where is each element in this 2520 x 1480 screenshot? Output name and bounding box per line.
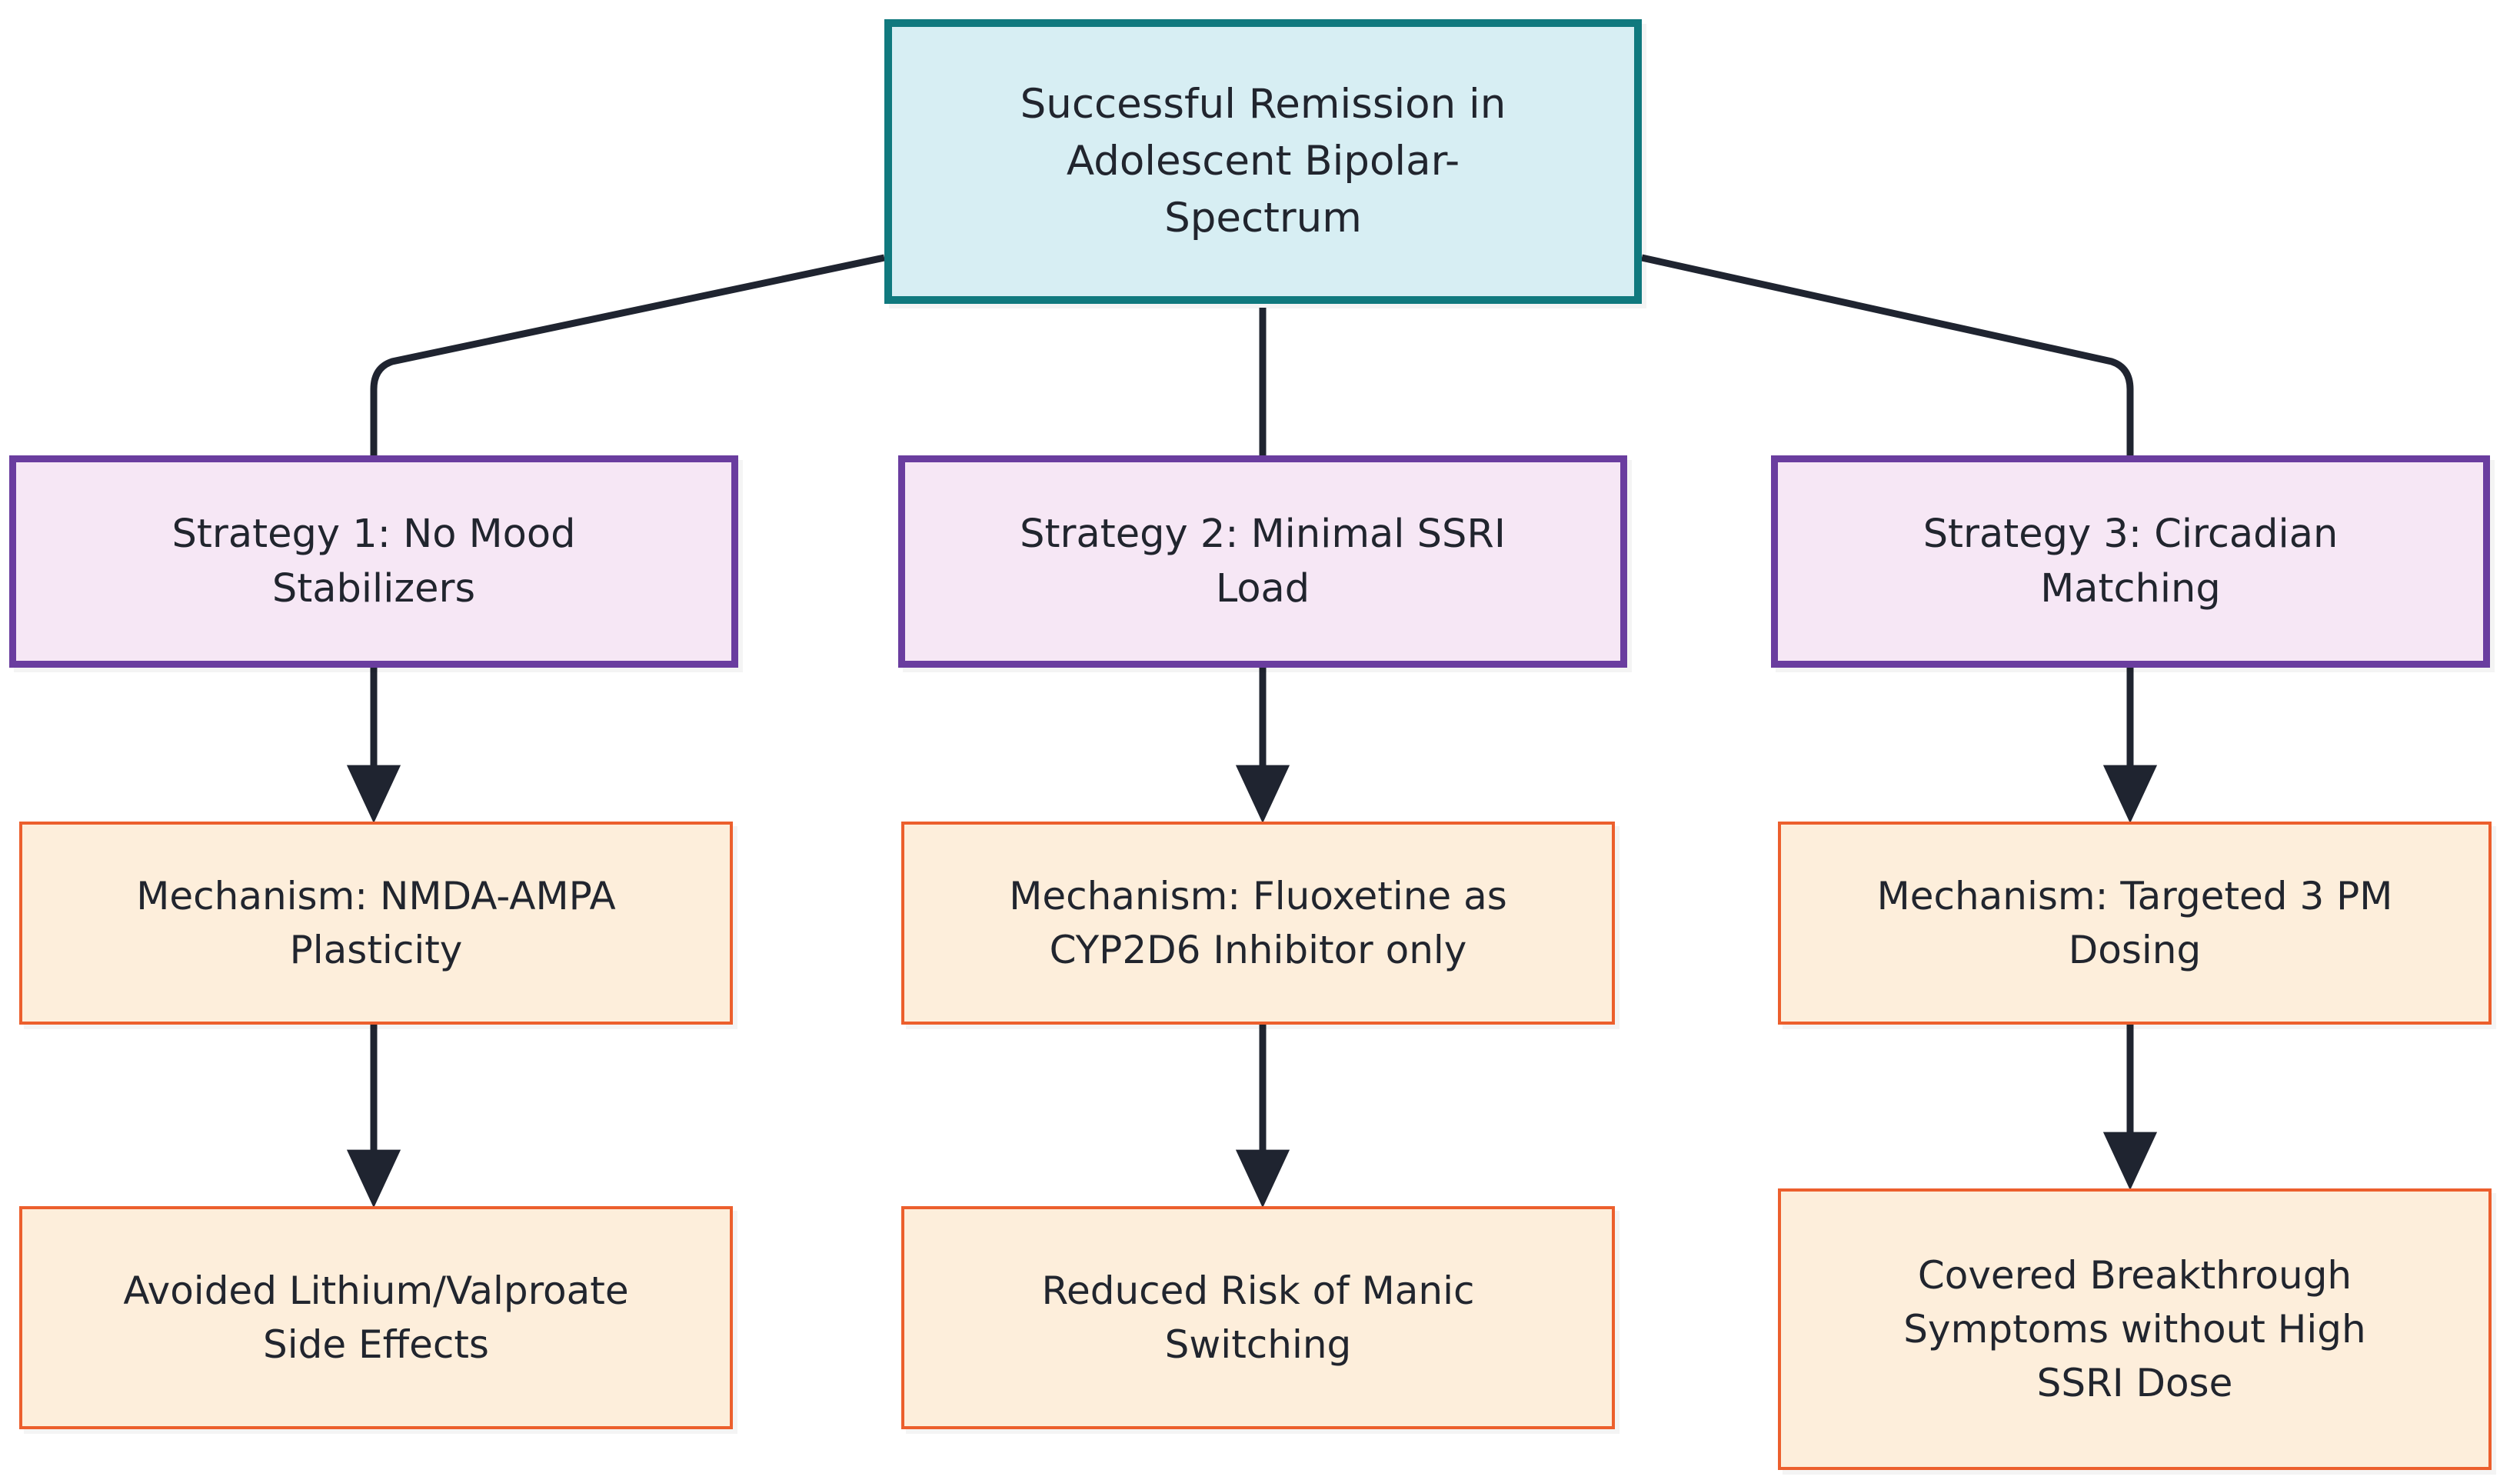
node-mechanism-2-label: Mechanism: Fluoxetine as CYP2D6 Inhibito… bbox=[1009, 874, 1507, 972]
node-strategy-2-label: Strategy 2: Minimal SSRI Load bbox=[1020, 511, 1506, 612]
node-outcome-2-label: Reduced Risk of Manic Switching bbox=[1041, 1268, 1475, 1367]
node-strategy-2[interactable]: Strategy 2: Minimal SSRI Load bbox=[898, 455, 1627, 668]
node-outcome-2[interactable]: Reduced Risk of Manic Switching bbox=[901, 1206, 1615, 1429]
node-mechanism-3[interactable]: Mechanism: Targeted 3 PM Dosing bbox=[1778, 822, 2492, 1025]
node-outcome-1-label: Avoided Lithium/Valproate Side Effects bbox=[123, 1268, 629, 1367]
node-mechanism-1-label: Mechanism: NMDA-AMPA Plasticity bbox=[136, 874, 616, 972]
node-strategy-1-label: Strategy 1: No Mood Stabilizers bbox=[171, 511, 576, 612]
edge-root-to-strategy1 bbox=[370, 254, 885, 455]
node-mechanism-1[interactable]: Mechanism: NMDA-AMPA Plasticity bbox=[19, 822, 733, 1025]
edge-root-to-strategy3 bbox=[1641, 254, 2134, 455]
node-strategy-3[interactable]: Strategy 3: Circadian Matching bbox=[1771, 455, 2490, 668]
node-outcome-3[interactable]: Covered Breakthrough Symptoms without Hi… bbox=[1778, 1188, 2492, 1470]
node-root[interactable]: Successful Remission in Adolescent Bipol… bbox=[884, 19, 1642, 304]
node-strategy-1[interactable]: Strategy 1: No Mood Stabilizers bbox=[9, 455, 738, 668]
node-outcome-1[interactable]: Avoided Lithium/Valproate Side Effects bbox=[19, 1206, 733, 1429]
node-outcome-3-label: Covered Breakthrough Symptoms without Hi… bbox=[1903, 1253, 2366, 1405]
node-strategy-3-label: Strategy 3: Circadian Matching bbox=[1922, 511, 2339, 612]
node-root-label: Successful Remission in Adolescent Bipol… bbox=[1020, 80, 1506, 242]
node-mechanism-3-label: Mechanism: Targeted 3 PM Dosing bbox=[1876, 874, 2393, 972]
node-mechanism-2[interactable]: Mechanism: Fluoxetine as CYP2D6 Inhibito… bbox=[901, 822, 1615, 1025]
